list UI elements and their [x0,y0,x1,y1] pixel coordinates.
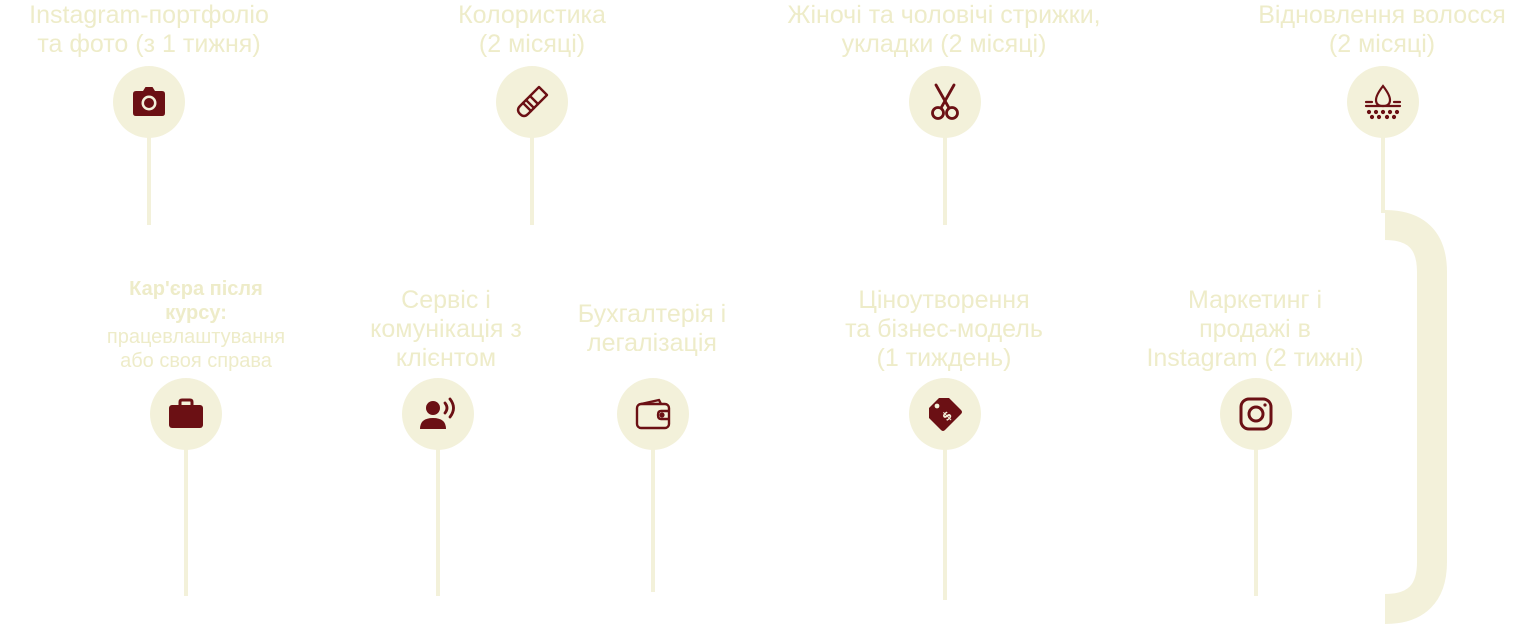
scissors-icon [931,83,959,120]
wallet-icon [635,398,671,430]
module-node-haircuts [909,66,981,138]
module-label-restoration: Відновлення волосся(2 місяці) [1258,1,1506,58]
module-label-haircuts: Жіночі та чоловічі стрижки,укладки (2 мі… [787,1,1101,58]
bottom-stem-2 [436,412,440,596]
top-stem-4 [1381,100,1385,213]
top-stem-1 [147,100,151,225]
bottom-stem-5 [1254,412,1258,596]
module-node-career [150,378,222,450]
module-label-coloristics: Колористика(2 місяці) [458,1,606,58]
module-node-accounting [617,378,689,450]
instagram-icon [1239,397,1273,431]
camera-icon [133,87,165,116]
hair-drop-icon [1364,84,1402,120]
client-voice-icon [420,397,455,429]
paint-brush-icon [516,85,549,118]
module-node-portfolio [113,66,185,138]
top-stem-2 [530,100,534,225]
bottom-stem-3 [651,412,655,592]
price-tag-icon: $ [929,398,962,431]
briefcase-icon [169,398,203,428]
module-node-restoration [1347,66,1419,138]
track-right-curve [1384,210,1447,624]
module-node-service [402,378,474,450]
top-stem-3 [943,100,947,225]
module-node-pricing: $ [909,378,981,450]
bottom-stem-1 [184,412,188,596]
module-node-marketing [1220,378,1292,450]
module-node-coloristics [496,66,568,138]
bottom-stem-4 [943,412,947,600]
